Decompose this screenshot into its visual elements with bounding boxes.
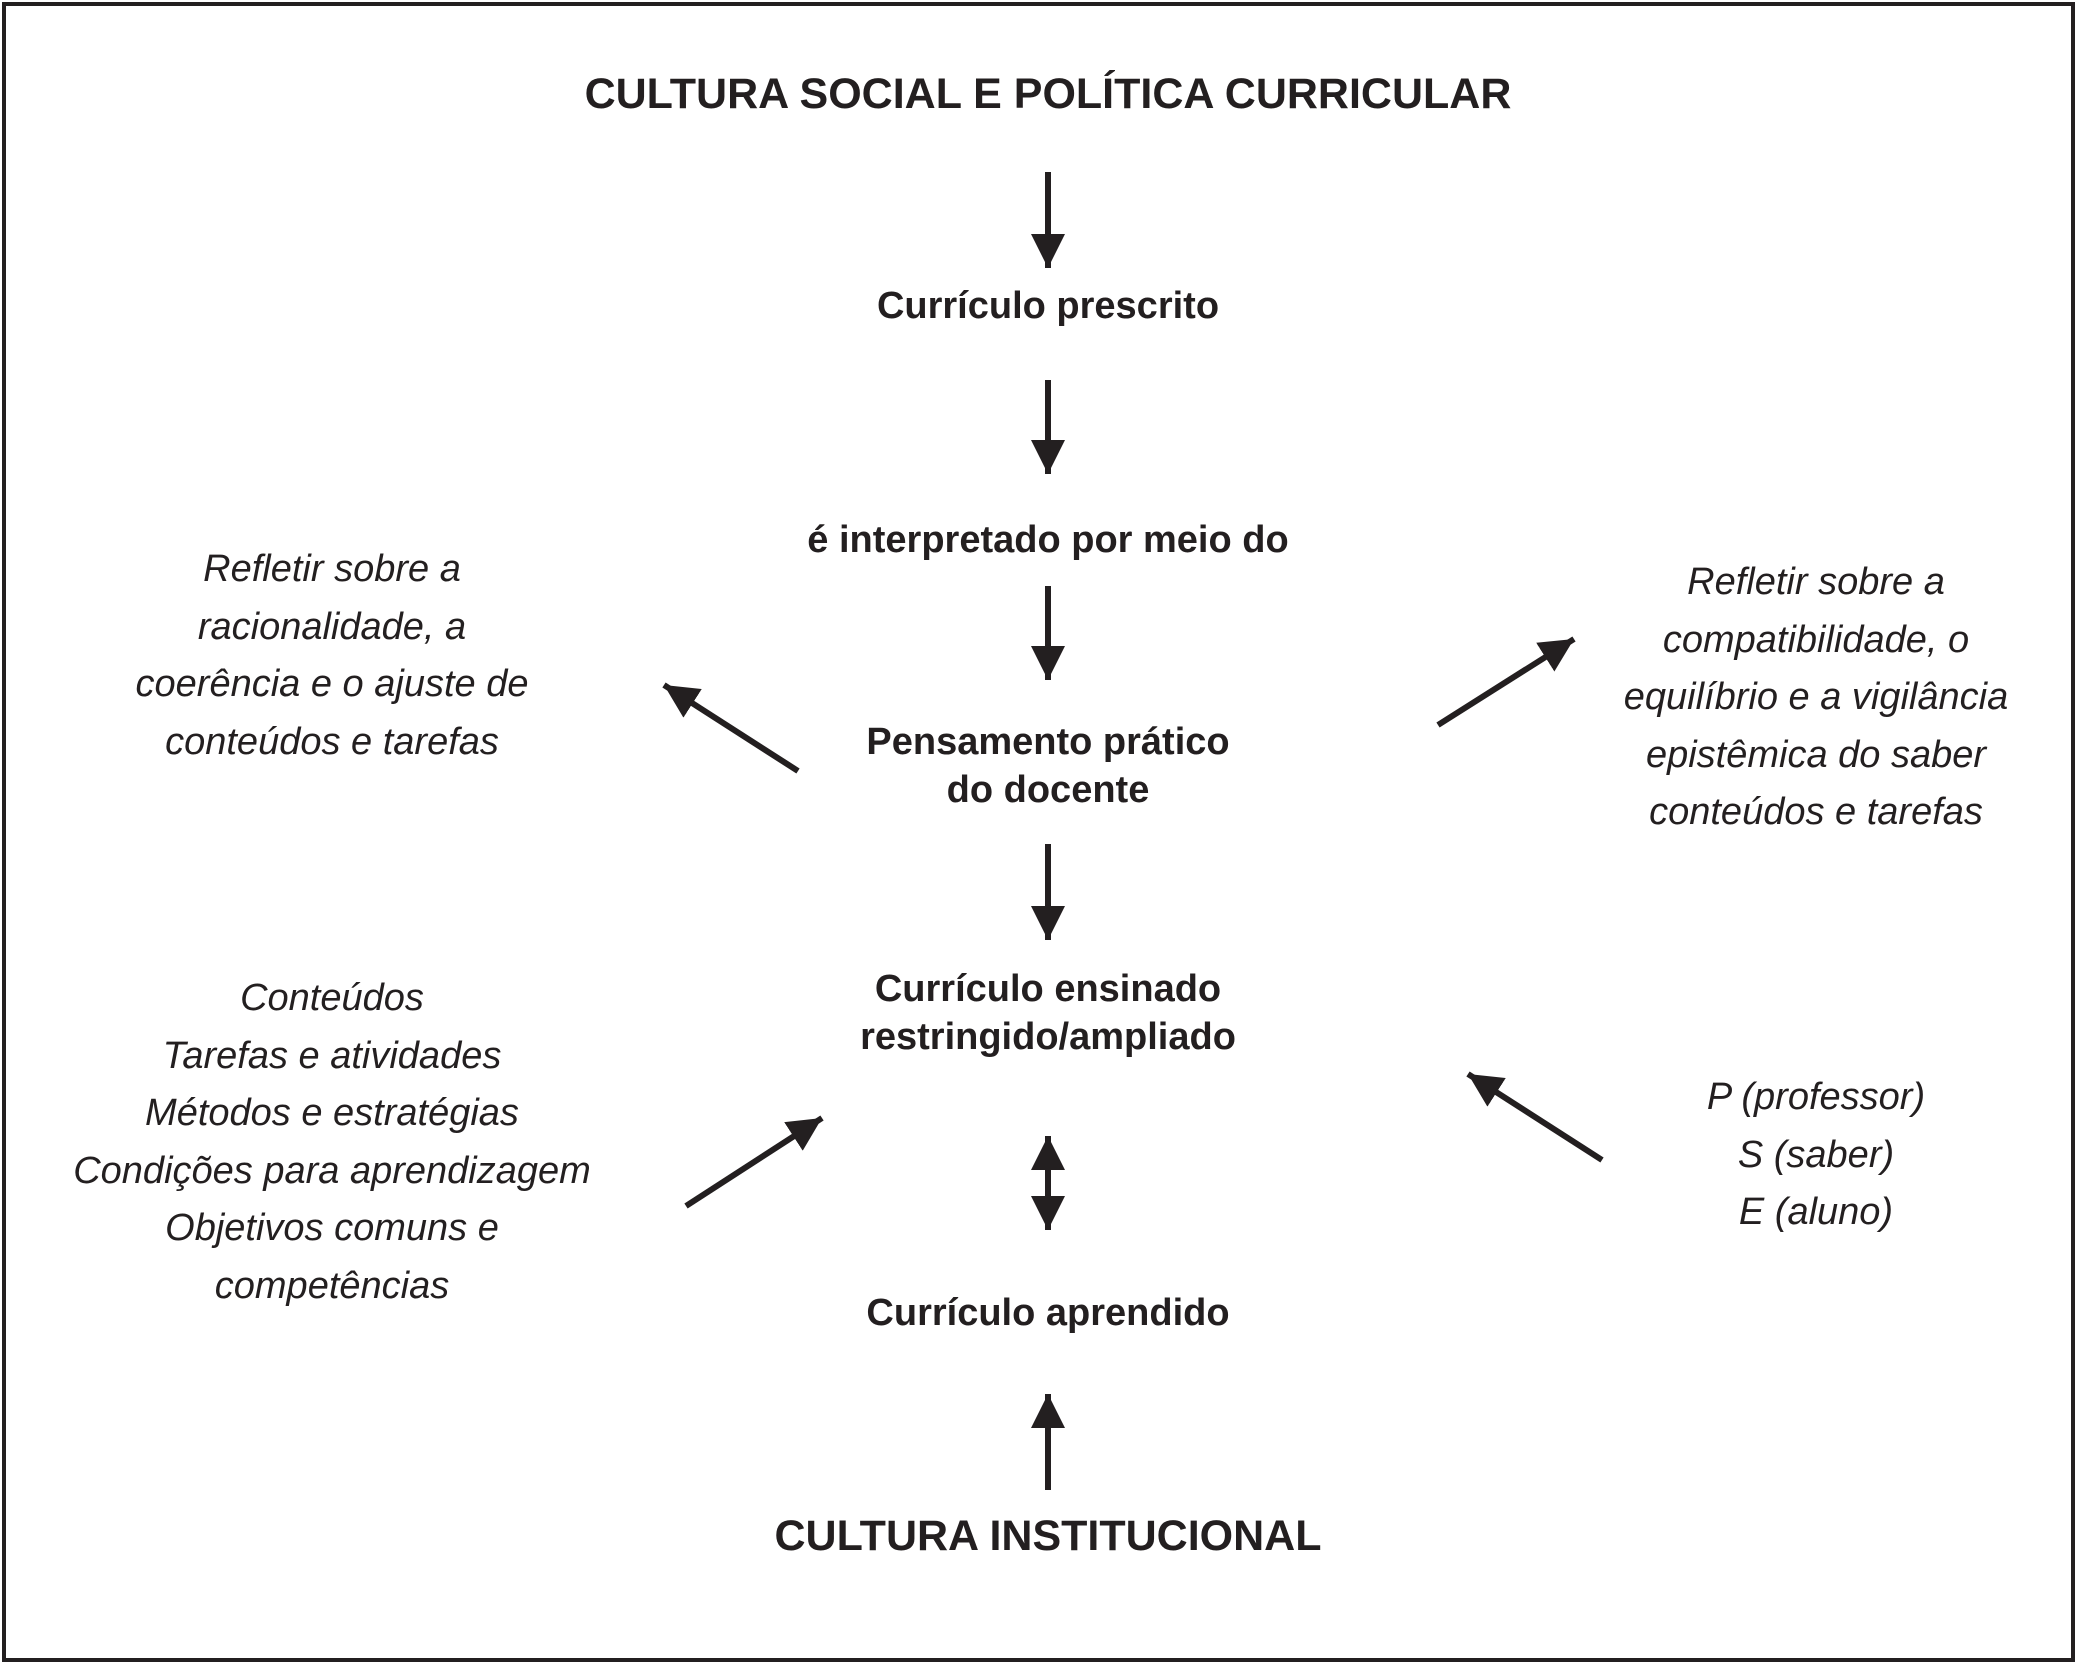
note-line: Tarefas e atividades bbox=[162, 1034, 502, 1077]
node-practical-line-1: Pensamento prático bbox=[866, 721, 1230, 763]
node-interpreted-by: é interpretado por meio do bbox=[807, 519, 1289, 561]
node-learned-curriculum: Currículo aprendido bbox=[866, 1292, 1230, 1334]
note-line: equilíbrio e a vigilância bbox=[1623, 676, 2009, 718]
node-practical-line-2: do docente bbox=[946, 769, 1150, 811]
note-right-upper: Refletir sobre a compatibilidade, o equi… bbox=[1566, 554, 2066, 842]
note-line: conteúdos e tarefas bbox=[1649, 791, 1983, 833]
arrow-to-right-upper-note bbox=[1436, 636, 1576, 728]
node-prescribed-curriculum: Currículo prescrito bbox=[876, 285, 1220, 327]
note-line: E (aluno) bbox=[1738, 1191, 1894, 1233]
arrow-from-right-lower-note bbox=[1466, 1071, 1604, 1163]
node-teacher-practical-thinking: Pensamento prático do docente bbox=[798, 718, 1298, 814]
note-line: Refletir sobre a bbox=[203, 548, 461, 590]
note-line: epistêmica do saber bbox=[1645, 733, 1987, 776]
node-taught-line-1: Currículo ensinado bbox=[874, 968, 1222, 1010]
note-line: Métodos e estratégias bbox=[145, 1092, 519, 1134]
note-line: competências bbox=[214, 1264, 450, 1307]
note-line: Conteúdos bbox=[240, 977, 424, 1019]
node-taught-line-2: restringido/ampliado bbox=[860, 1016, 1236, 1058]
node-taught-curriculum: Currículo ensinado restringido/ampliado bbox=[798, 965, 1298, 1061]
note-left-upper: Refletir sobre a racionalidade, a coerên… bbox=[82, 541, 582, 771]
note-line: S (saber) bbox=[1737, 1133, 1895, 1176]
note-line: Objetivos comuns e bbox=[165, 1207, 499, 1249]
note-line: Condições para aprendizagem bbox=[73, 1149, 591, 1192]
note-right-lower: P (professor) S (saber) E (aluno) bbox=[1566, 1069, 2066, 1242]
arrow-from-left-lower-note bbox=[684, 1115, 824, 1209]
note-line: compatibilidade, o bbox=[1662, 618, 1970, 661]
note-line: Refletir sobre a bbox=[1687, 561, 1945, 603]
top-title: CULTURA SOCIAL E POLÍTICA CURRICULAR bbox=[584, 70, 1512, 118]
note-line: coerência e o ajuste de bbox=[135, 663, 529, 705]
note-left-lower: Conteúdos Tarefas e atividades Métodos e… bbox=[32, 970, 632, 1315]
note-line: conteúdos e tarefas bbox=[165, 720, 499, 763]
note-line: P (professor) bbox=[1706, 1076, 1926, 1118]
arrow-to-left-upper-note bbox=[662, 682, 800, 774]
bottom-title: CULTURA INSTITUCIONAL bbox=[774, 1512, 1322, 1560]
note-line: racionalidade, a bbox=[197, 605, 467, 648]
